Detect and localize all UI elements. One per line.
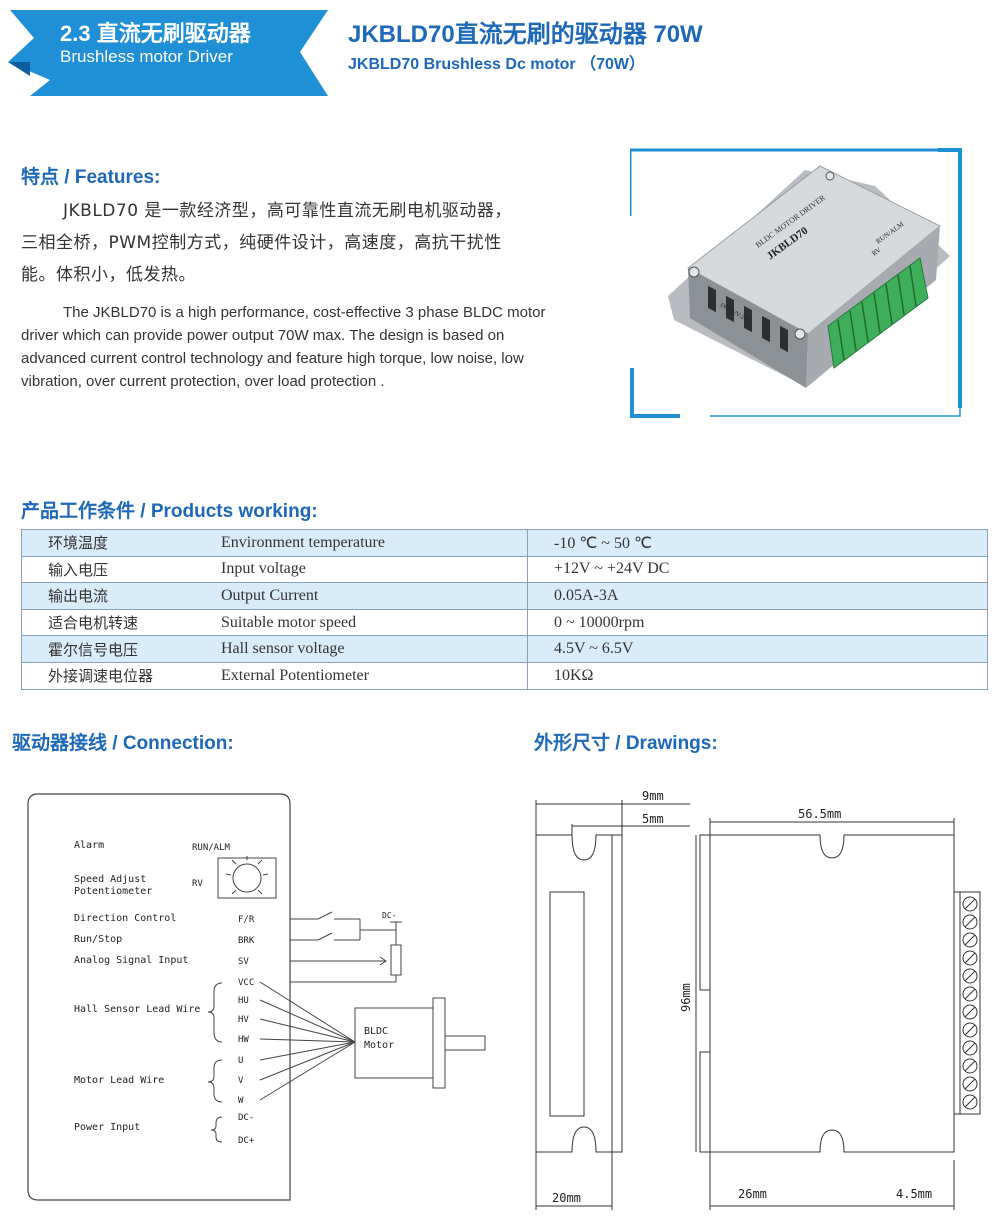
product-subtitle: JKBLD70 Brushless Dc motor （70W） (348, 56, 645, 73)
photo-label-rv: RV (870, 246, 882, 258)
pin-v: V (238, 1076, 244, 1086)
features-en-line: vibration, over current protection, over… (21, 373, 385, 390)
connection-diagram: Alarm Speed Adjust Potentiometer Directi… (27, 793, 486, 1201)
product-title: JKBLD70直流无刷的驱动器 70W (348, 21, 703, 48)
row-value: 4.5V ~ 6.5V (527, 635, 988, 663)
row-en-label: Hall sensor voltage (221, 635, 528, 663)
pin-sv: SV (238, 957, 249, 967)
row-value: 0.05A-3A (527, 582, 988, 610)
motor-label-1: BLDC (364, 1026, 388, 1037)
features-cn-line: 三相全桥，PWM控制方式，纯硬件设计，高速度，高抗干扰性 (21, 233, 502, 253)
features-en-line: driver which can provide power output 70… (21, 327, 505, 344)
features-en-line: advanced current control technology and … (21, 350, 524, 367)
table-row: 输出电流 Output Current 0.05A-3A (21, 582, 988, 610)
row-cn-label: 环境温度 (21, 529, 221, 557)
pin-u: U (238, 1056, 243, 1066)
pin-hw: HW (238, 1035, 249, 1045)
row-en-label: Output Current (221, 582, 528, 610)
label-direction: Direction Control (74, 913, 176, 924)
label-power: Power Input (74, 1122, 140, 1133)
pin-brk: BRK (238, 936, 255, 946)
row-cn-label: 霍尔信号电压 (21, 635, 221, 663)
pin-hu: HU (238, 996, 249, 1006)
header-banner (8, 10, 328, 96)
features-cn-line: 能。体积小，低发热。 (21, 265, 196, 285)
pin-dc-plus: DC+ (238, 1136, 255, 1146)
row-value: 10KΩ (527, 661, 988, 690)
dim-20mm: 20mm (552, 1191, 581, 1205)
row-value: +12V ~ +24V DC (527, 555, 988, 584)
table-row: 输入电压 Input voltage +12V ~ +24V DC (21, 555, 988, 584)
pin-vcc: VCC (238, 978, 254, 988)
pin-hv: HV (238, 1015, 249, 1025)
row-en-label: External Potentiometer (221, 661, 528, 690)
table-row: 霍尔信号电压 Hall sensor voltage 4.5V ~ 6.5V (21, 635, 988, 663)
dim-5mm: 5mm (642, 812, 664, 826)
motor-label-2: Motor (364, 1040, 394, 1051)
features-en-text: The JKBLD70 is a high performance, cost-… (21, 301, 594, 393)
dim-56-5mm: 56.5mm (798, 807, 841, 821)
row-cn-label: 输出电流 (21, 582, 221, 610)
row-cn-label: 输入电压 (21, 555, 221, 584)
pin-fr: F/R (238, 915, 255, 925)
row-en-label: Environment temperature (221, 529, 528, 557)
banner-subtitle: Brushless motor Driver (60, 47, 233, 66)
label-motor-lead: Motor Lead Wire (74, 1075, 164, 1086)
features-en-line: The JKBLD70 is a high performance, cost-… (63, 304, 546, 321)
product-photo: BLDC MOTOR DRIVER JKBLD70 RUN/ALM RV DC+… (630, 148, 962, 418)
dimension-drawing: 9mm 5mm 56.5mm 96mm 20mm 26mm 4.5mm (535, 789, 981, 1210)
dim-26mm: 26mm (738, 1187, 767, 1201)
banner-title: 2.3 直流无刷驱动器 (60, 21, 251, 46)
features-cn-text: JKBLD70 是一款经济型，高可靠性直流无刷电机驱动器， 三相全桥，PWM控制… (21, 195, 611, 291)
row-cn-label: 外接调速电位器 (21, 661, 221, 690)
label-hall: Hall Sensor Lead Wire (74, 1004, 200, 1015)
working-table: 环境温度 Environment temperature -10 ℃ ~ 50 … (21, 529, 988, 690)
row-en-label: Input voltage (221, 555, 528, 584)
label-alarm: Alarm (74, 840, 104, 851)
label-speed-1: Speed Adjust (74, 874, 146, 885)
row-cn-label: 适合电机转速 (21, 608, 221, 637)
row-value: -10 ℃ ~ 50 ℃ (527, 529, 988, 557)
table-row: 适合电机转速 Suitable motor speed 0 ~ 10000rpm (21, 608, 988, 637)
pin-rv: RV (192, 879, 203, 889)
features-heading: 特点 / Features: (21, 167, 161, 188)
dim-4-5mm: 4.5mm (896, 1187, 932, 1201)
label-runstop: Run/Stop (74, 934, 122, 945)
label-speed-2: Potentiometer (74, 886, 152, 897)
row-en-label: Suitable motor speed (221, 608, 528, 637)
working-heading: 产品工作条件 / Products working: (21, 501, 318, 522)
features-cn-line: JKBLD70 是一款经济型，高可靠性直流无刷电机驱动器， (63, 201, 512, 221)
dim-9mm: 9mm (642, 789, 664, 803)
dc-minus-label: DC- (382, 911, 396, 920)
row-value: 0 ~ 10000rpm (527, 608, 988, 637)
pin-w: W (238, 1096, 244, 1106)
pin-dc-minus: DC- (238, 1113, 254, 1123)
table-row: 外接调速电位器 External Potentiometer 10KΩ (21, 661, 988, 690)
drawings-heading: 外形尺寸 / Drawings: (534, 733, 718, 754)
connection-heading: 驱动器接线 / Connection: (12, 733, 234, 754)
label-analog: Analog Signal Input (74, 955, 188, 966)
table-row: 环境温度 Environment temperature -10 ℃ ~ 50 … (21, 529, 988, 557)
dim-96mm: 96mm (679, 983, 693, 1012)
pin-runalm: RUN/ALM (192, 843, 231, 853)
